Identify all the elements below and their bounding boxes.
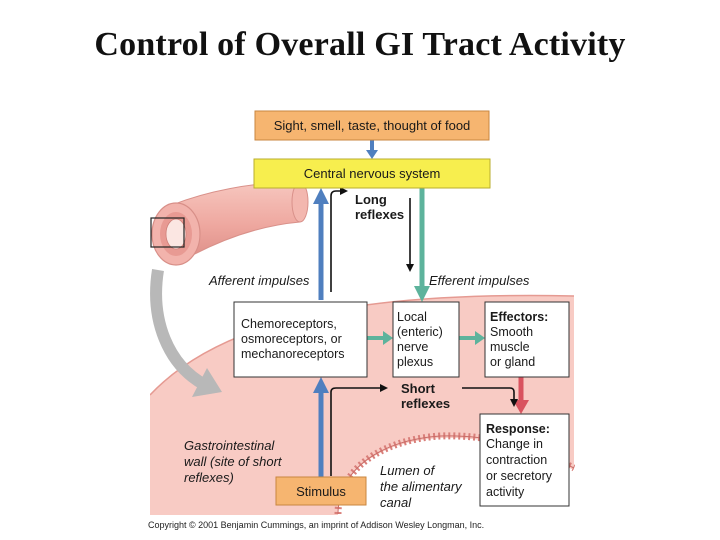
long-reflex-loop bbox=[330, 187, 414, 292]
receptors-label: Chemoreceptors, osmoreceptors, or mechan… bbox=[241, 317, 345, 361]
lumen-label: Lumen of the alimentary canal bbox=[380, 463, 465, 510]
efferent-arrow bbox=[367, 188, 485, 345]
slide-title: Control of Overall GI Tract Activity bbox=[94, 26, 626, 63]
copyright-notice: Copyright © 2001 Benjamin Cummings, an i… bbox=[148, 520, 485, 530]
stimulus-label: Stimulus bbox=[296, 484, 346, 499]
response-box bbox=[479, 413, 570, 507]
effectors-label: Effectors: Smooth muscle or gland bbox=[490, 310, 552, 369]
detail-frame bbox=[150, 217, 185, 248]
receptors-box bbox=[233, 301, 368, 378]
sensory-input-label: Sight, smell, taste, thought of food bbox=[274, 118, 471, 133]
afferent-arrow bbox=[313, 140, 378, 478]
cns-label: Central nervous system bbox=[304, 166, 441, 181]
stimulus-box bbox=[275, 476, 367, 506]
afferent-impulses-label: Afferent impulses bbox=[208, 273, 310, 288]
long-reflexes-label: Long reflexes bbox=[355, 192, 404, 222]
short-reflex-loop bbox=[330, 384, 518, 476]
cns-box bbox=[253, 158, 491, 189]
sensory-input-box bbox=[254, 110, 490, 141]
response-label: Response: Change in contraction or secre… bbox=[486, 422, 555, 499]
plexus-label: Local (enteric) nerve plexus bbox=[397, 310, 446, 369]
gi-wall-label: Gastrointestinal wall (site of short ref… bbox=[184, 438, 285, 485]
effectors-box bbox=[484, 301, 570, 378]
efferent-impulses-label: Efferent impulses bbox=[429, 273, 530, 288]
gray-zoom-arrow bbox=[150, 269, 222, 397]
gi-tube-illustration bbox=[150, 181, 309, 266]
short-reflexes-label: Short reflexes bbox=[401, 381, 450, 411]
plexus-box bbox=[392, 301, 460, 378]
